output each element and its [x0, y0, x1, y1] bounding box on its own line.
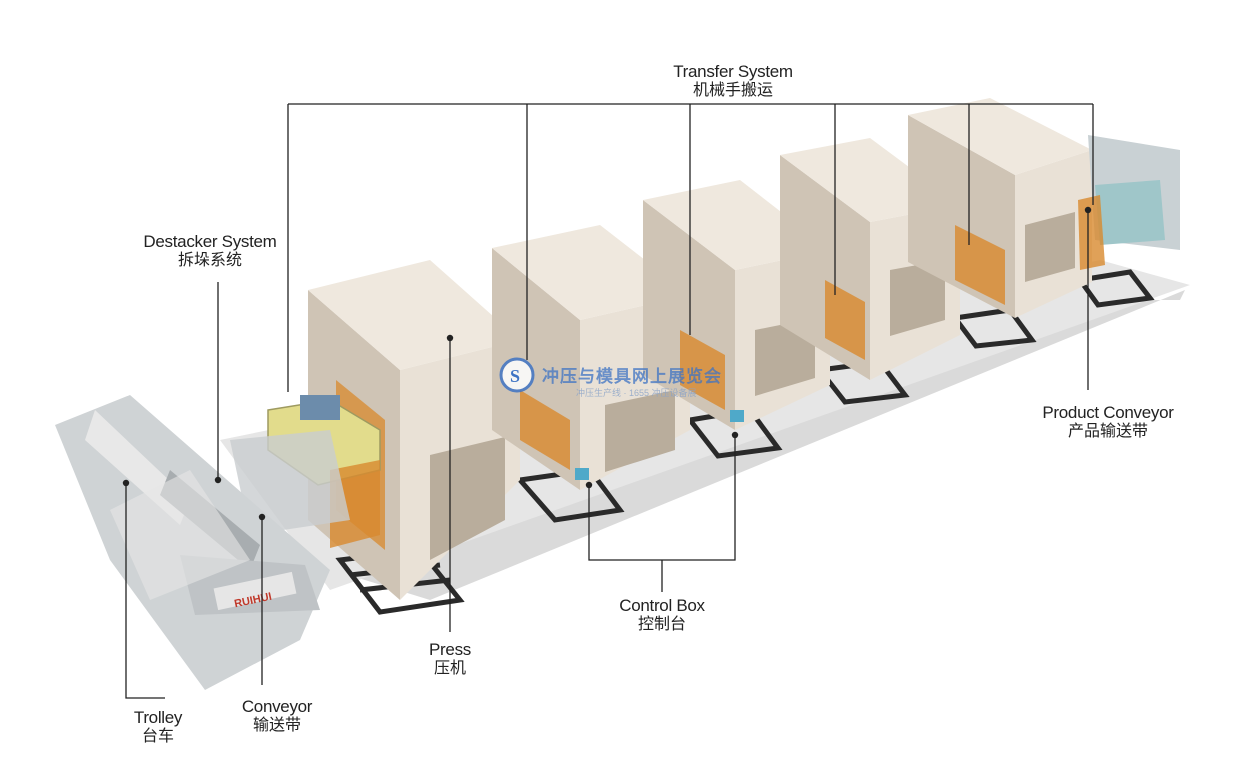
watermark-badge-letter: S [510, 366, 520, 386]
label-press: Press 压机 [410, 640, 490, 678]
label-destacker-system-zh: 拆垛系统 [177, 252, 242, 269]
press-unit [492, 225, 690, 490]
label-control-box-zh: 控制台 [637, 616, 686, 633]
product-conveyor-equipment [1078, 135, 1180, 270]
label-product-conveyor: Product Conveyor 产品输送带 [1028, 403, 1188, 441]
callout-dots [122, 206, 1092, 521]
label-transfer-system-en: Transfer System [673, 62, 793, 81]
label-conveyor: Conveyor 输送带 [222, 697, 332, 735]
callout-lines [125, 103, 1094, 699]
label-product-conveyor-en: Product Conveyor [1042, 403, 1174, 422]
label-trolley-en: Trolley [133, 708, 183, 727]
control-boxes [575, 410, 744, 480]
label-destacker-system-en: Destacker System [143, 232, 277, 251]
trolley-equipment [55, 395, 330, 690]
label-press-zh: 压机 [433, 660, 466, 677]
label-conveyor-en: Conveyor [241, 697, 313, 716]
press-unit [908, 98, 1092, 318]
label-press-en: Press [429, 640, 471, 659]
watermark-badge: S [499, 357, 535, 393]
floor-strip [300, 290, 1185, 600]
label-transfer-system: Transfer System 机械手搬运 [652, 62, 814, 100]
label-trolley: Trolley 台车 [118, 708, 198, 746]
label-control-box-en: Control Box [619, 596, 705, 615]
label-control-box: Control Box 控制台 [602, 596, 722, 634]
label-transfer-system-zh: 机械手搬运 [692, 82, 773, 99]
label-product-conveyor-zh: 产品输送带 [1067, 423, 1148, 440]
watermark-title: 冲压与模具网上展览会 [542, 367, 722, 386]
label-conveyor-zh: 输送带 [252, 717, 301, 734]
label-trolley-zh: 台车 [141, 728, 174, 745]
watermark-subtitle: 冲压生产线 · 1655 冲压设备展 [576, 388, 697, 398]
label-destacker-system: Destacker System 拆垛系统 [128, 232, 292, 270]
press-unit [780, 138, 960, 380]
